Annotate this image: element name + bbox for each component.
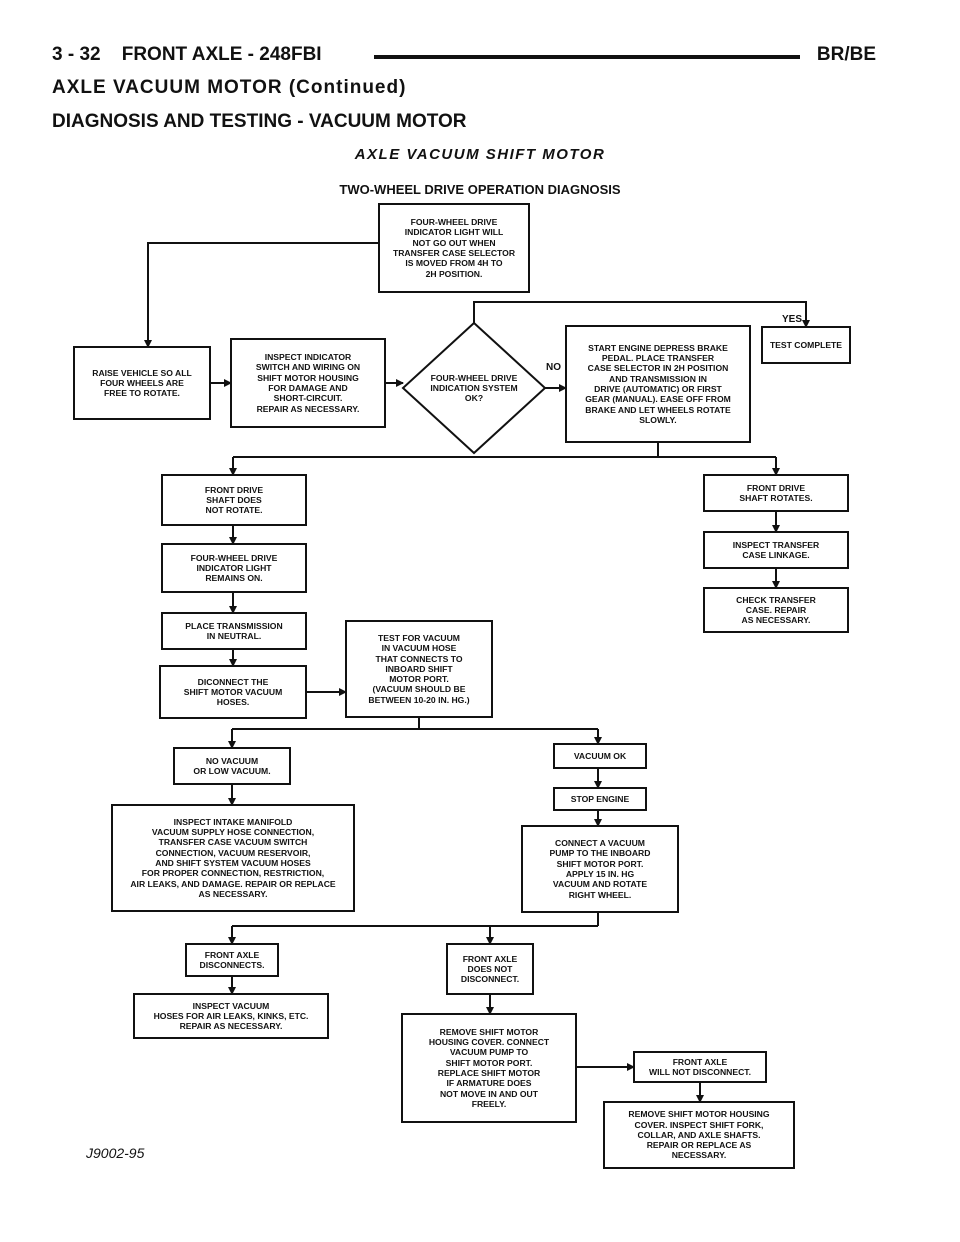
page-header: 3 - 32 FRONT AXLE - 248FBI BR/BE bbox=[52, 44, 876, 74]
flow-box-n12 bbox=[703, 587, 849, 633]
flow-text-n17: STOP ENGINE bbox=[570, 793, 630, 804]
model-code: BR/BE bbox=[816, 44, 876, 65]
flow-box-n16 bbox=[553, 743, 647, 769]
flow-text-n5: START ENGINE DEPRESS BRAKE PEDAL. PLACE … bbox=[585, 342, 731, 425]
flow-text-n16: VACUUM OK bbox=[573, 750, 627, 761]
header-rule bbox=[374, 55, 800, 59]
flow-box-n2 bbox=[73, 346, 211, 420]
flow-box-n6 bbox=[761, 326, 851, 364]
chart-title: TWO-WHEEL DRIVE OPERATION DIAGNOSIS bbox=[339, 182, 621, 197]
flow-text-n2: RAISE VEHICLE SO ALL FOUR WHEELS ARE FRE… bbox=[92, 367, 192, 399]
flow-text-n10: INSPECT TRANSFER CASE LINKAGE. bbox=[732, 539, 820, 560]
flow-text-n3: INSPECT INDICATOR SWITCH AND WIRING ON S… bbox=[255, 352, 361, 414]
flow-text-n25: REMOVE SHIFT MOTOR HOUSING COVER. INSPEC… bbox=[628, 1109, 770, 1161]
flow-box-n1 bbox=[378, 203, 530, 293]
subsection-title: DIAGNOSIS AND TESTING - VACUUM MOTOR bbox=[52, 111, 467, 132]
flow-box-n3 bbox=[230, 338, 386, 428]
continued-title: AXLE VACUUM MOTOR (Continued) bbox=[52, 77, 407, 98]
flow-box-n21 bbox=[446, 943, 534, 995]
flow-box-n24 bbox=[633, 1051, 767, 1083]
flow-connector-1 bbox=[144, 242, 379, 348]
flow-text-n24: FRONT AXLE WILL NOT DISCONNECT. bbox=[648, 1056, 751, 1077]
flow-text-n13: DICONNECT THE SHIFT MOTOR VACUUM HOSES. bbox=[183, 676, 283, 708]
flow-text-n14: TEST FOR VACUUM IN VACUUM HOSE THAT CONN… bbox=[368, 632, 470, 705]
flow-text-n12: CHECK TRANSFER CASE. REPAIR AS NECESSARY… bbox=[736, 594, 816, 626]
flow-text-n22: INSPECT VACUUM HOSES FOR AIR LEAKS, KINK… bbox=[153, 1000, 309, 1032]
flow-box-n7 bbox=[161, 474, 307, 526]
flow-box-n4 bbox=[401, 321, 547, 455]
flow-text-n15: NO VACUUM OR LOW VACUUM. bbox=[193, 755, 271, 776]
figure-title: AXLE VACUUM SHIFT MOTOR bbox=[354, 146, 606, 163]
flow-box-n13 bbox=[159, 665, 307, 719]
flow-text-n6: TEST COMPLETE bbox=[769, 339, 843, 350]
flow-box-n11 bbox=[161, 612, 307, 650]
flow-text-n9: FOUR-WHEEL DRIVE INDICATOR LIGHT REMAINS… bbox=[190, 552, 278, 584]
flow-box-n22 bbox=[133, 993, 329, 1039]
flow-box-n23 bbox=[401, 1013, 577, 1123]
page-number-and-section: 3 - 32 FRONT AXLE - 248FBI bbox=[52, 44, 322, 65]
flow-box-n9 bbox=[161, 543, 307, 593]
flow-box-n19 bbox=[521, 825, 679, 913]
flow-text-n21: FRONT AXLE DOES NOT DISCONNECT. bbox=[460, 953, 520, 985]
flow-text-n11: PLACE TRANSMISSION IN NEUTRAL. bbox=[185, 620, 283, 641]
flow-text-n19: CONNECT A VACUUM PUMP TO THE INBOARD SHI… bbox=[549, 838, 651, 900]
flow-box-n8 bbox=[703, 474, 849, 512]
flow-text-n8: FRONT DRIVE SHAFT ROTATES. bbox=[739, 482, 813, 503]
flow-text-n23: REMOVE SHIFT MOTOR HOUSING COVER. CONNEC… bbox=[428, 1026, 550, 1109]
flow-box-n10 bbox=[703, 531, 849, 569]
yes-label: YES bbox=[782, 314, 803, 325]
flow-box-n18 bbox=[111, 804, 355, 912]
flow-text-n1: FOUR-WHEEL DRIVE INDICATOR LIGHT WILL NO… bbox=[392, 217, 516, 279]
flow-box-n25 bbox=[603, 1101, 795, 1169]
flow-box-n5 bbox=[565, 325, 751, 443]
flow-text-n20: FRONT AXLE DISCONNECTS. bbox=[199, 949, 265, 970]
flow-text-n18: INSPECT INTAKE MANIFOLD VACUUM SUPPLY HO… bbox=[130, 816, 336, 899]
flow-box-n14 bbox=[345, 620, 493, 718]
flow-box-n17 bbox=[553, 787, 647, 811]
flow-box-n15 bbox=[173, 747, 291, 785]
flow-connector-5 bbox=[473, 301, 810, 328]
flow-box-n20 bbox=[185, 943, 279, 977]
flow-text-n4: FOUR-WHEEL DRIVE INDICATION SYSTEM OK? bbox=[430, 372, 518, 404]
flow-text-n7: FRONT DRIVE SHAFT DOES NOT ROTATE. bbox=[204, 484, 264, 516]
figure-id: J9002-95 bbox=[86, 1145, 145, 1161]
no-label: NO bbox=[546, 362, 561, 373]
